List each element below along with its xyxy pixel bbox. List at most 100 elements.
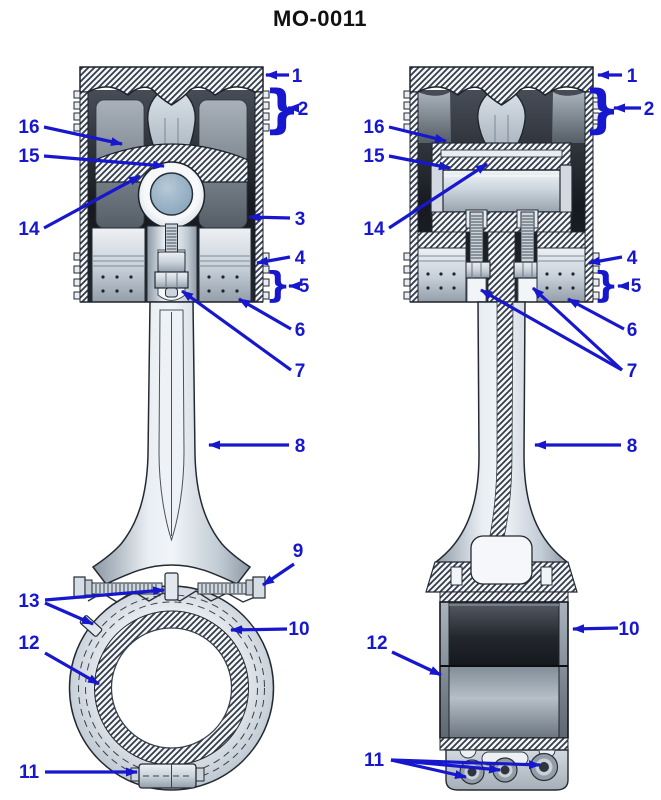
callout-right-10: 10 bbox=[572, 619, 640, 640]
bearing-cap-bracket bbox=[130, 763, 205, 789]
big-end-cylinder bbox=[439, 601, 569, 739]
clamp-studs bbox=[462, 209, 542, 303]
callout-left-13-label: 13 bbox=[18, 591, 39, 612]
callout-left-11-label: 11 bbox=[19, 762, 40, 783]
callout-right-4: 4 bbox=[588, 248, 638, 269]
callout-right-8-label: 8 bbox=[627, 436, 638, 457]
callout-right-15: 15 bbox=[363, 146, 451, 171]
callout-right-6: 6 bbox=[567, 297, 638, 341]
callout-left-7: 7 bbox=[181, 289, 306, 382]
brace-icon: } bbox=[583, 80, 620, 140]
piston-skirt bbox=[417, 231, 586, 303]
big-end-top bbox=[425, 535, 578, 603]
callouts-left: 1 } 2 16 15 14 3 bbox=[18, 66, 309, 783]
callout-left-8: 8 bbox=[208, 436, 306, 457]
callout-left-6: 6 bbox=[238, 297, 306, 341]
callout-left-14-label: 14 bbox=[18, 219, 40, 240]
callout-left-4: 4 bbox=[256, 248, 306, 269]
callout-right-16: 16 bbox=[363, 117, 447, 143]
callout-right-16-label: 16 bbox=[363, 117, 384, 138]
callout-arrow bbox=[262, 562, 295, 587]
callout-right-11: 11 bbox=[364, 750, 541, 779]
piston-pin bbox=[149, 172, 194, 216]
callout-right-11-label: 11 bbox=[364, 750, 385, 771]
callout-left-1: 1 bbox=[265, 66, 303, 87]
figure-title: MO-0011 bbox=[273, 6, 367, 31]
callout-left-2: } 2 bbox=[263, 80, 308, 140]
callout-right-8: 8 bbox=[534, 436, 638, 457]
brace-icon: } bbox=[593, 265, 619, 306]
callout-left-1-label: 1 bbox=[292, 66, 303, 87]
callout-left-12: 12 bbox=[18, 633, 100, 686]
callout-arrow bbox=[44, 601, 94, 626]
callout-arrow bbox=[230, 625, 288, 635]
callout-left-4-label: 4 bbox=[295, 248, 306, 269]
callout-arrow bbox=[588, 255, 623, 266]
callout-right-7-label: 7 bbox=[627, 361, 638, 382]
callout-left-3-label: 3 bbox=[295, 209, 306, 230]
piston-crown bbox=[79, 66, 264, 106]
callout-left-5: } 5 bbox=[265, 265, 310, 306]
piston-pin-side bbox=[430, 164, 573, 218]
callout-right-1: 1 bbox=[597, 66, 638, 87]
callout-arrow bbox=[388, 154, 451, 171]
callout-left-10-label: 10 bbox=[288, 619, 309, 640]
callout-right-2-label: 2 bbox=[644, 99, 655, 120]
callout-arrow bbox=[44, 651, 100, 686]
callout-left-8-label: 8 bbox=[295, 436, 306, 457]
compression-ring-grooves bbox=[403, 90, 600, 132]
callout-left-13: 13 bbox=[18, 586, 165, 626]
callout-left-12-label: 12 bbox=[18, 633, 39, 654]
brace-icon: } bbox=[263, 80, 300, 140]
callout-left-15-label: 15 bbox=[18, 146, 40, 167]
callout-left-2-label: 2 bbox=[298, 99, 309, 120]
piston-skirt bbox=[91, 227, 252, 303]
callout-right-7: 7 bbox=[480, 286, 638, 382]
callout-arrow bbox=[43, 125, 123, 147]
callout-right-4-label: 4 bbox=[627, 248, 638, 269]
callout-left-16-label: 16 bbox=[18, 117, 39, 138]
callout-right-14-label: 14 bbox=[363, 219, 385, 240]
callout-arrow bbox=[248, 212, 291, 222]
callout-left-6-label: 6 bbox=[295, 320, 306, 341]
callout-left-9-label: 9 bbox=[293, 541, 304, 562]
rod-section-column bbox=[487, 231, 516, 303]
callouts-right: 1 } 2 16 15 14 4 bbox=[363, 66, 655, 779]
callout-left-7-label: 7 bbox=[295, 361, 306, 382]
callout-left-5-label: 5 bbox=[299, 276, 310, 297]
brace-icon: } bbox=[265, 265, 291, 306]
callout-arrow bbox=[43, 174, 141, 230]
combustion-bowl bbox=[477, 83, 526, 152]
left-piston-view bbox=[68, 66, 275, 791]
callout-arrow bbox=[388, 125, 447, 143]
callout-arrow bbox=[572, 624, 619, 634]
callout-right-1-label: 1 bbox=[627, 66, 638, 87]
callout-left-16: 16 bbox=[18, 117, 123, 147]
callout-arrow bbox=[388, 162, 488, 230]
oil-ring-grooves bbox=[403, 252, 600, 300]
right-piston-view bbox=[403, 66, 600, 791]
callout-arrow bbox=[43, 154, 165, 170]
callout-arrow bbox=[567, 297, 625, 331]
pin-clamp-bolt bbox=[154, 223, 189, 301]
callout-right-12: 12 bbox=[366, 633, 442, 677]
callout-arrow bbox=[480, 288, 623, 372]
callout-arrow bbox=[181, 289, 292, 372]
callout-left-11: 11 bbox=[19, 762, 138, 783]
callout-arrow bbox=[391, 650, 442, 677]
callout-arrow bbox=[390, 758, 467, 779]
callout-left-9: 9 bbox=[262, 541, 304, 587]
callout-left-10: 10 bbox=[230, 619, 310, 640]
callout-arrow bbox=[238, 297, 292, 331]
callout-left-3: 3 bbox=[248, 209, 306, 230]
dowel-sleeve-top bbox=[164, 572, 179, 601]
callout-arrow bbox=[44, 586, 165, 602]
callout-right-6-label: 6 bbox=[627, 320, 638, 341]
crank-bore bbox=[110, 627, 233, 749]
big-end bbox=[68, 572, 275, 791]
callout-right-15-label: 15 bbox=[363, 146, 385, 167]
piston-crown bbox=[409, 66, 594, 106]
pin-boss-lower bbox=[431, 211, 572, 233]
